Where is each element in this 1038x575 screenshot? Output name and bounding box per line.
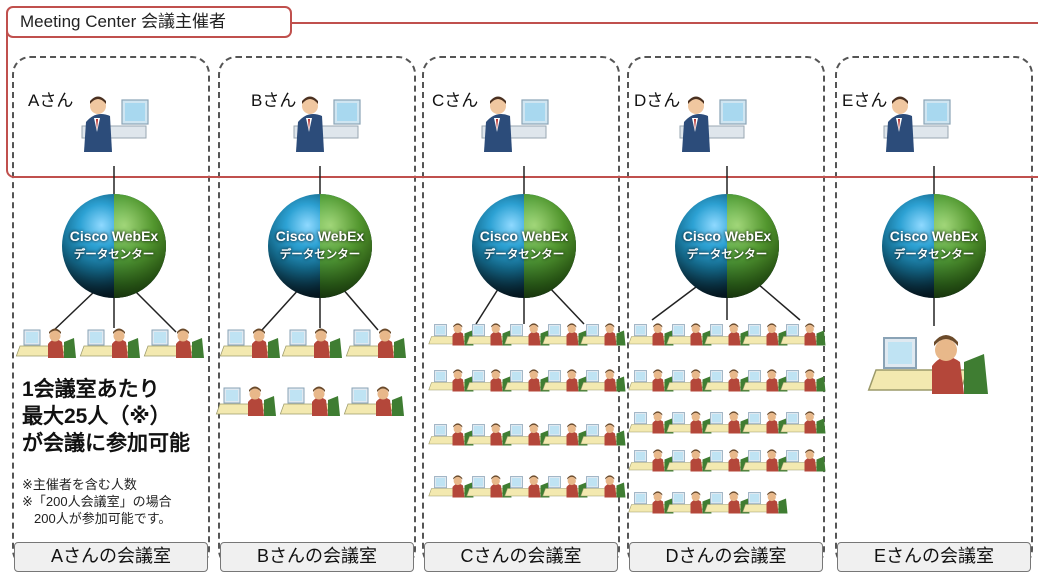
attendee-figure (666, 411, 712, 434)
attendee-figure (742, 369, 788, 392)
attendee-figure (628, 491, 674, 514)
capacity-note-line3: が会議に参加可能 (22, 432, 190, 455)
attendee-figure (466, 423, 512, 446)
organizer-band (6, 22, 1038, 178)
hub-title: Cisco WebEx (275, 228, 365, 244)
attendee-figure (780, 369, 826, 392)
person-label-c: Cさん (432, 91, 479, 110)
attendee-figure (742, 449, 788, 472)
attendee-link-line (475, 285, 501, 325)
attendee-link-line (651, 283, 701, 321)
footnote-line2: ※「200人会議室」の場合 (22, 494, 172, 509)
attendee-figure (580, 369, 626, 392)
attendee-figure (281, 328, 343, 359)
attendee-figure (428, 369, 474, 392)
attendee-figure (15, 328, 77, 359)
host-figure (481, 95, 549, 153)
hub-title: Cisco WebEx (682, 228, 772, 244)
hub-subtitle: データセンター (686, 249, 768, 261)
attendee-figure (542, 323, 588, 346)
attendee-figure (504, 423, 550, 446)
hub-subtitle: データセンター (893, 249, 975, 261)
webex-datacenter-a: Cisco WebEx データセンター (62, 194, 166, 298)
attendee-figure (215, 386, 277, 417)
person-label-a: Aさん (28, 91, 74, 110)
hub-subtitle: データセンター (279, 249, 361, 261)
attendee-figure (428, 323, 474, 346)
attendee-figure (580, 475, 626, 498)
attendee-figure (704, 449, 750, 472)
attendee-link-line (51, 289, 97, 333)
attendee-figure (79, 328, 141, 359)
hub-title: Cisco WebEx (889, 228, 979, 244)
host-figure (81, 95, 149, 153)
attendee-figure (780, 411, 826, 434)
attendee-figure (466, 475, 512, 498)
attendee-figure (428, 475, 474, 498)
capacity-note-line1: 1会議室あたり (22, 378, 160, 401)
attendee-figure (542, 423, 588, 446)
person-label-d: Dさん (634, 91, 681, 110)
capacity-note-line2: 最大25人（※） (22, 405, 171, 428)
room-e-name: Eさんの会議室 (837, 542, 1031, 572)
room-d-name: Dさんの会議室 (629, 542, 823, 572)
hub-subtitle: データセンター (483, 249, 565, 261)
room-c-name: Cさんの会議室 (424, 542, 618, 572)
attendee-figure (666, 323, 712, 346)
capacity-footnote: ※主催者を含む人数 ※「200人会議室」の場合 200人が参加可能です。 (22, 476, 172, 527)
attendee-figure (580, 323, 626, 346)
host-figure (293, 95, 361, 153)
attendee-figure (780, 323, 826, 346)
person-label-b: Bさん (251, 91, 297, 110)
capacity-note: 1会議室あたり 最大25人（※） が会議に参加可能 (22, 376, 190, 457)
attendee-figure (704, 369, 750, 392)
attendee-figure (704, 491, 750, 514)
attendee-figure (345, 328, 407, 359)
attendee-figure (742, 323, 788, 346)
attendee-figure (542, 369, 588, 392)
hub-title: Cisco WebEx (479, 228, 569, 244)
attendee-figure (780, 449, 826, 472)
attendee-figure (704, 411, 750, 434)
footnote-line3: 200人が参加可能です。 (34, 511, 172, 526)
attendee-figure (343, 386, 405, 417)
attendee-figure (504, 369, 550, 392)
room-a-name: Aさんの会議室 (14, 542, 208, 572)
attendee-figure (466, 369, 512, 392)
hub-subtitle: データセンター (73, 249, 155, 261)
organizer-label: Meeting Center 会議主催者 (6, 6, 292, 38)
attendee-figure (628, 449, 674, 472)
attendee-figure (279, 386, 341, 417)
attendee-figure (628, 323, 674, 346)
attendee-figure (867, 334, 989, 395)
hub-title: Cisco WebEx (69, 228, 159, 244)
attendee-figure (504, 323, 550, 346)
attendee-figure (219, 328, 281, 359)
attendee-figure (466, 323, 512, 346)
webex-datacenter-c: Cisco WebEx データセンター (472, 194, 576, 298)
attendee-figure (666, 369, 712, 392)
host-figure (679, 95, 747, 153)
attendee-figure (704, 323, 750, 346)
attendee-figure (742, 491, 788, 514)
webex-datacenter-b: Cisco WebEx データセンター (268, 194, 372, 298)
attendee-figure (504, 475, 550, 498)
attendee-figure (628, 411, 674, 434)
person-label-e: Eさん (842, 91, 888, 110)
attendee-figure (143, 328, 205, 359)
attendee-link-line (261, 287, 301, 331)
attendee-figure (666, 449, 712, 472)
footnote-line1: ※主催者を含む人数 (22, 477, 137, 492)
webex-datacenter-d: Cisco WebEx データセンター (675, 194, 779, 298)
attendee-figure (542, 475, 588, 498)
attendee-figure (742, 411, 788, 434)
attendee-figure (580, 423, 626, 446)
room-b-name: Bさんの会議室 (220, 542, 414, 572)
host-figure (883, 95, 951, 153)
attendee-figure (428, 423, 474, 446)
webex-datacenter-e: Cisco WebEx データセンター (882, 194, 986, 298)
attendee-figure (666, 491, 712, 514)
attendee-figure (628, 369, 674, 392)
